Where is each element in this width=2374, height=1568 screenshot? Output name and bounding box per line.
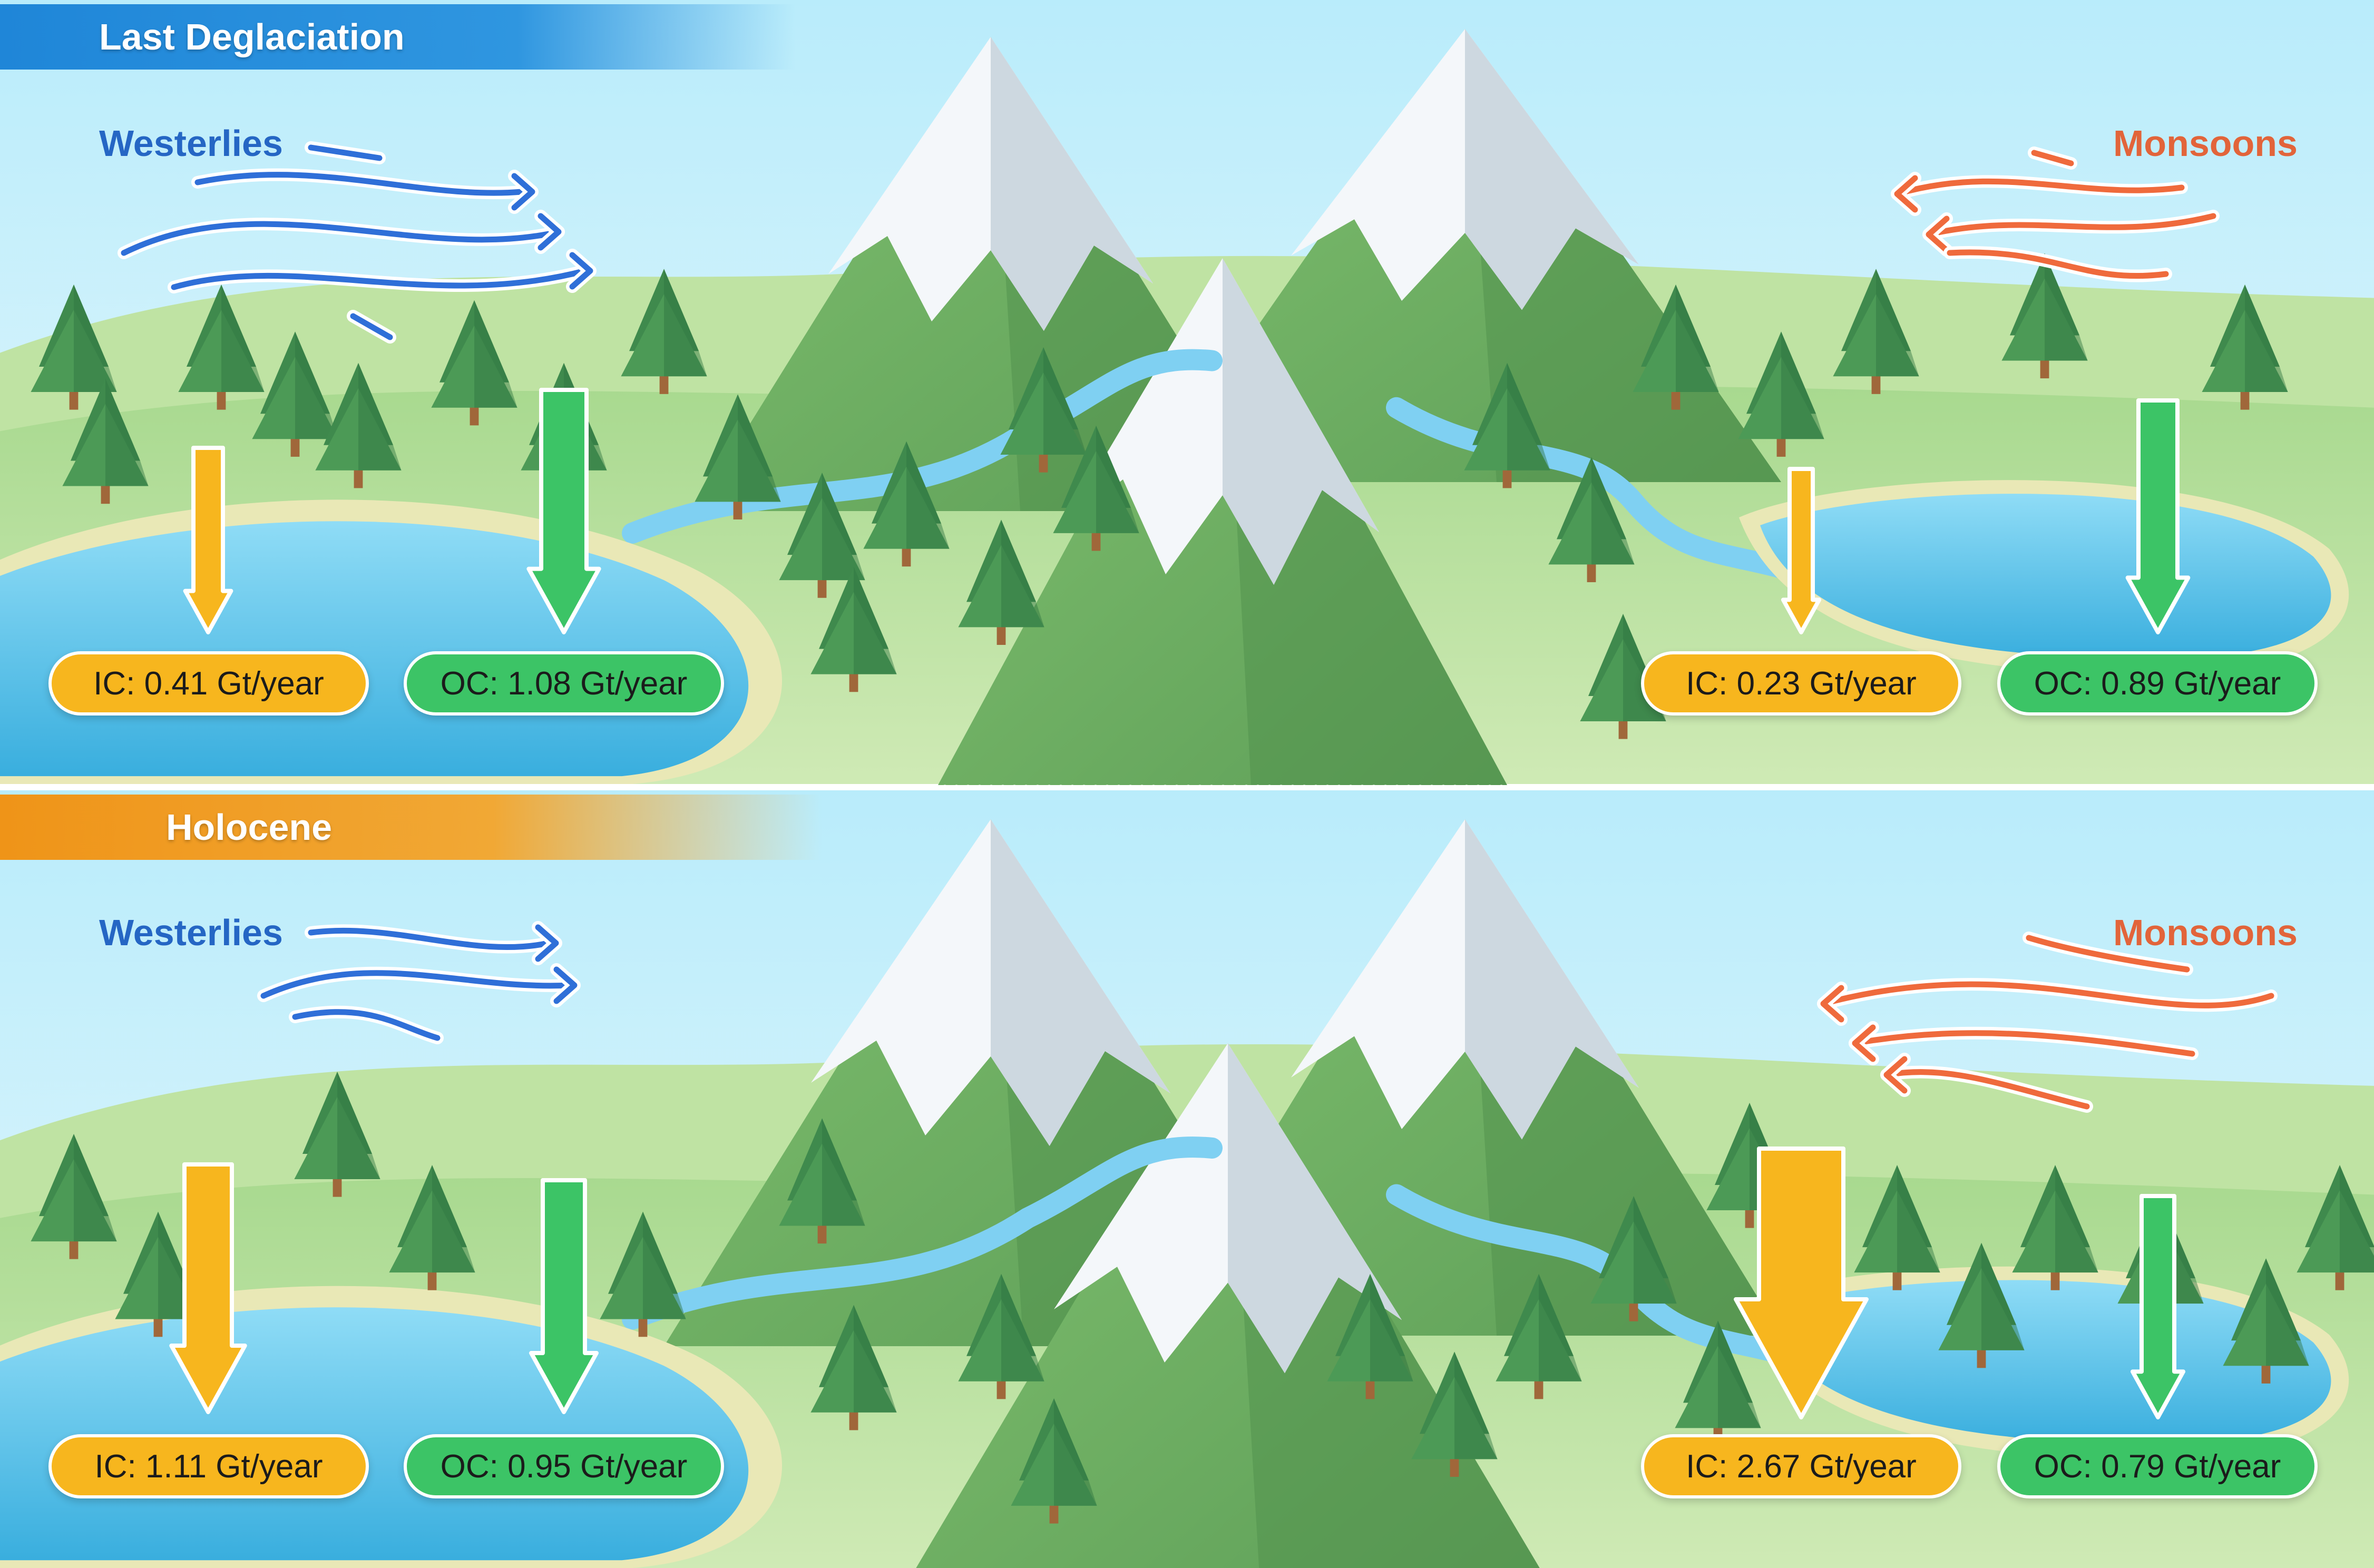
wind-arrowhead bbox=[1852, 1024, 1876, 1062]
wind-arrowhead bbox=[535, 924, 559, 962]
wind-arrowhead bbox=[1894, 175, 1918, 213]
monsoons-label-holocene: Monsoons bbox=[2113, 912, 2298, 953]
oc-flux-west-deglaciation: OC: 1.08 Gt/year bbox=[404, 651, 724, 716]
holocene-title: Holocene bbox=[0, 795, 822, 860]
pine-tree bbox=[1854, 1165, 1940, 1290]
pine-tree bbox=[600, 1211, 686, 1337]
panel-divider bbox=[0, 784, 2374, 790]
lake-east bbox=[1760, 494, 2331, 659]
oc-flux-arrow-east bbox=[2130, 1194, 2186, 1419]
mountain-peak-right bbox=[1149, 819, 1781, 1336]
pine-tree bbox=[31, 1134, 117, 1259]
monsoons-wind-line bbox=[1926, 213, 2216, 238]
pine-tree bbox=[863, 441, 950, 567]
pine-tree bbox=[621, 269, 707, 394]
westerlies-wind-line bbox=[308, 927, 551, 950]
monsoons-wind-line bbox=[1947, 249, 2169, 279]
pine-tree bbox=[958, 1273, 1044, 1399]
wind-arrowhead bbox=[511, 173, 535, 211]
westerlies-wind-line bbox=[260, 970, 572, 999]
monsoons-label-deglaciation: Monsoons bbox=[2113, 123, 2298, 164]
pine-tree bbox=[431, 300, 517, 426]
monsoons-wind-line bbox=[1852, 1030, 2195, 1057]
westerlies-wind-line bbox=[292, 1009, 441, 1041]
oc-flux-arrow-west bbox=[526, 388, 601, 634]
pine-tree bbox=[1464, 362, 1550, 488]
monsoons-wind-line bbox=[1883, 1069, 2090, 1110]
deglaciation-title: Last Deglaciation bbox=[0, 4, 796, 70]
river-west bbox=[622, 1136, 1223, 1330]
ic-flux-arrow-east bbox=[1734, 1146, 1869, 1419]
pine-tree bbox=[389, 1165, 475, 1290]
lake-east bbox=[1760, 1280, 2331, 1444]
pine-tree bbox=[779, 473, 865, 598]
pine-tree bbox=[695, 394, 781, 520]
pine-tree bbox=[115, 1211, 201, 1337]
pine-tree bbox=[31, 285, 117, 410]
ic-flux-west-deglaciation: IC: 0.41 Gt/year bbox=[48, 651, 369, 716]
pine-tree bbox=[1675, 1320, 1761, 1446]
pine-tree bbox=[2202, 285, 2288, 410]
pine-tree bbox=[1633, 285, 1719, 410]
pine-tree bbox=[1496, 1273, 1582, 1399]
monsoons-wind-line bbox=[2026, 935, 2190, 973]
pine-tree bbox=[1327, 1273, 1413, 1399]
ic-flux-east-holocene: IC: 2.67 Gt/year bbox=[1641, 1434, 1961, 1498]
ic-flux-arrow-east bbox=[1781, 467, 1822, 634]
ic-flux-east-deglaciation: IC: 0.23 Gt/year bbox=[1641, 651, 1961, 716]
pine-tree bbox=[1938, 1242, 2025, 1368]
ic-flux-west-holocene: IC: 1.11 Gt/year bbox=[48, 1434, 369, 1498]
monsoons-wind-line bbox=[1894, 178, 2185, 197]
pine-tree bbox=[178, 285, 265, 410]
mountain-peak-front bbox=[916, 1043, 1540, 1568]
pine-tree bbox=[1738, 331, 1824, 457]
pine-tree bbox=[810, 1305, 897, 1430]
westerlies-label-holocene: Westerlies bbox=[99, 912, 283, 953]
pine-tree bbox=[252, 331, 338, 457]
pine-tree bbox=[1411, 1351, 1498, 1477]
mountain-peak-front bbox=[938, 258, 1507, 785]
pine-tree bbox=[1000, 347, 1087, 473]
pine-tree bbox=[1590, 1196, 1677, 1321]
pine-tree bbox=[2012, 1165, 2098, 1290]
westerlies-wind-line bbox=[194, 172, 525, 196]
westerlies-wind-segment bbox=[350, 313, 393, 340]
pine-tree bbox=[315, 362, 402, 488]
pine-tree bbox=[958, 520, 1044, 645]
pine-tree bbox=[2223, 1258, 2309, 1384]
wind-arrowhead bbox=[1883, 1056, 1908, 1094]
westerlies-wind-line bbox=[121, 221, 562, 256]
wind-arrowhead bbox=[1820, 985, 1844, 1023]
pine-tree bbox=[1011, 1398, 1097, 1524]
pine-tree bbox=[2001, 253, 2088, 379]
pine-tree bbox=[1548, 457, 1635, 582]
oc-flux-arrow-west bbox=[529, 1178, 599, 1414]
oc-flux-east-deglaciation: OC: 0.89 Gt/year bbox=[1997, 651, 2318, 716]
pine-tree bbox=[1053, 425, 1139, 551]
monsoons-wind-segment bbox=[2031, 150, 2074, 166]
monsoons-wind-line bbox=[1820, 981, 2274, 1008]
pine-tree bbox=[294, 1072, 380, 1197]
westerlies-wind-segment bbox=[308, 144, 383, 161]
oc-flux-west-holocene: OC: 0.95 Gt/year bbox=[404, 1434, 724, 1498]
wind-arrowhead bbox=[569, 252, 593, 290]
ic-flux-arrow-west bbox=[183, 446, 233, 634]
pine-tree bbox=[1833, 269, 1919, 394]
pine-tree bbox=[779, 1118, 865, 1244]
westerlies-wind-line bbox=[171, 268, 588, 290]
wind-arrowhead bbox=[1926, 215, 1950, 253]
westerlies-label-deglaciation: Westerlies bbox=[99, 123, 283, 164]
pine-tree bbox=[62, 378, 149, 504]
pine-tree bbox=[810, 566, 897, 692]
wind-arrowhead bbox=[538, 213, 562, 251]
ic-flux-arrow-west bbox=[169, 1162, 247, 1414]
wind-arrowhead bbox=[553, 966, 578, 1004]
oc-flux-east-holocene: OC: 0.79 Gt/year bbox=[1997, 1434, 2318, 1498]
pine-tree bbox=[2297, 1165, 2374, 1290]
oc-flux-arrow-east bbox=[2125, 398, 2191, 634]
